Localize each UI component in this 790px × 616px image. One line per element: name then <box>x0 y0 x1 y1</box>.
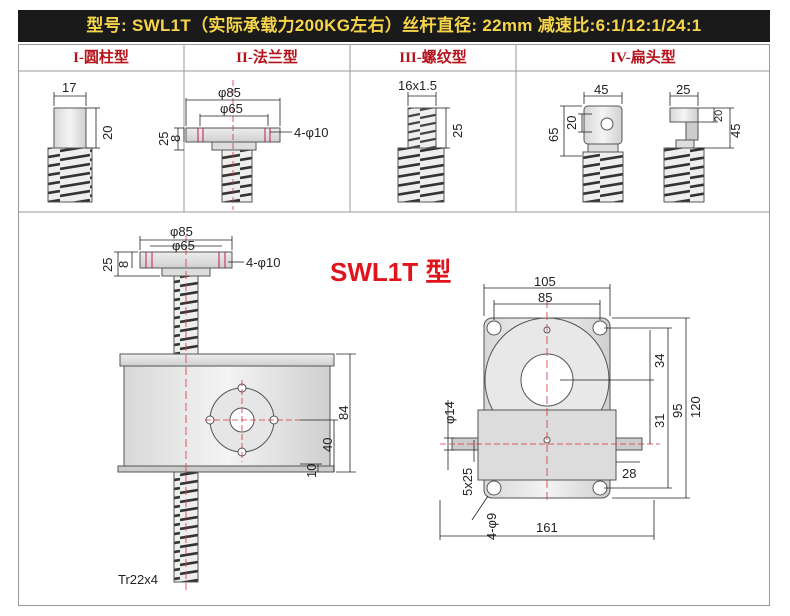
grid-lines <box>18 44 770 213</box>
header-cylinder: I-圆柱型 <box>73 50 129 66</box>
dim-side-holes: 4-φ10 <box>246 255 280 270</box>
dim-side-h84: 84 <box>336 406 351 420</box>
cylinder-end-drawing: 17 20 <box>47 80 115 203</box>
dim-side-h25: 25 <box>100 258 115 272</box>
header-thread: III-螺纹型 <box>399 50 467 66</box>
dim-flange-d85: φ85 <box>218 85 241 100</box>
dim-cyl-height: 20 <box>100 126 115 140</box>
dim-side-h8: 8 <box>116 261 131 268</box>
dim-front-key: 5x25 <box>460 468 475 496</box>
dim-flange-holes: 4-φ10 <box>294 125 328 140</box>
dim-flat-h20: 20 <box>564 116 579 130</box>
dim-front-d14: φ14 <box>442 401 457 424</box>
flat-side-drawing: 25 20 45 <box>663 82 743 203</box>
dim-flat-h65: 65 <box>546 128 561 142</box>
dim-front-holes: 4-φ9 <box>484 513 499 540</box>
dim-thread-spec: 16x1.5 <box>398 78 437 93</box>
dim-front-w85: 85 <box>538 290 552 305</box>
dim-front-h34: 34 <box>652 354 667 368</box>
dim-flat-w25: 25 <box>676 82 690 97</box>
dim-side-d65: φ65 <box>172 238 195 253</box>
header-flange: II-法兰型 <box>236 50 298 66</box>
model-label: SWL1T 型 <box>330 257 452 287</box>
dim-side-h40: 40 <box>320 438 335 452</box>
dim-flange-d65: φ65 <box>220 101 243 116</box>
header-flat: IV-扁头型 <box>610 50 676 66</box>
flat-end-drawing: 45 65 20 <box>546 82 624 203</box>
dim-flat-h20b: 20 <box>713 110 725 122</box>
dim-front-w161: 161 <box>536 520 558 535</box>
drawing-frame <box>18 44 770 606</box>
dim-flange-h8: 8 <box>168 135 183 142</box>
dim-front-h95: 95 <box>670 404 685 418</box>
dim-flat-h45: 45 <box>728 124 743 138</box>
dim-flange-h25: 25 <box>156 132 171 146</box>
dim-cyl-width: 17 <box>62 80 76 95</box>
dim-front-h31: 31 <box>652 414 667 428</box>
dim-thread-h25: 25 <box>450 124 465 138</box>
dim-side-screw: Tr22x4 <box>118 572 158 587</box>
thread-end-drawing: 16x1.5 25 <box>397 78 465 203</box>
dim-side-d85: φ85 <box>170 224 193 239</box>
dim-side-h10: 10 <box>304 464 319 478</box>
dim-flat-w45: 45 <box>594 82 608 97</box>
title-bar: 型号: SWL1T（实际承载力200KG左右）丝杆直径: 22mm 减速比:6:… <box>18 10 770 42</box>
side-view-drawing: φ85 φ65 25 8 4-φ10 84 40 10 Tr22x4 <box>100 224 356 590</box>
dim-front-h120: 120 <box>688 396 703 418</box>
flange-end-drawing: φ85 φ65 25 8 4-φ10 <box>156 80 328 210</box>
dim-front-w28: 28 <box>622 466 636 481</box>
dim-front-w105: 105 <box>534 274 556 289</box>
front-view-drawing: 105 85 34 31 95 120 φ14 5x25 28 4-φ9 161 <box>439 274 703 540</box>
